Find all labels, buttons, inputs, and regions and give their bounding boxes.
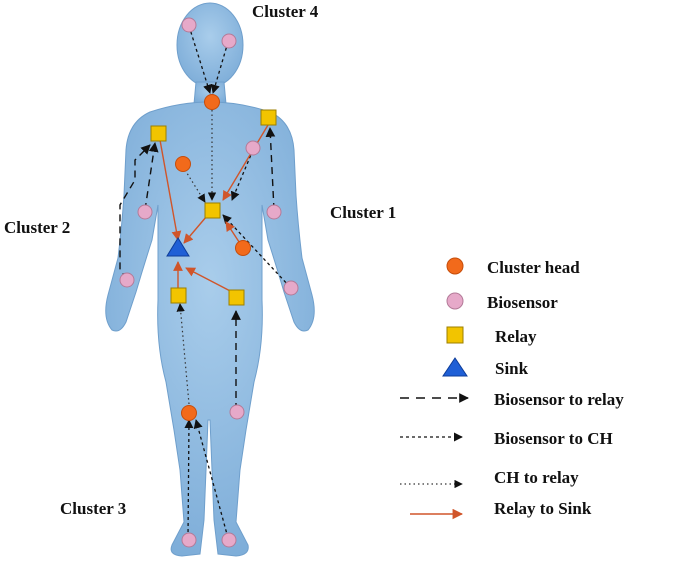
legend-relay-label: Relay [495, 327, 537, 346]
cluster-heads [175, 94, 251, 421]
legend-sink-icon [442, 357, 468, 377]
biosensor-node [181, 532, 197, 548]
link-ch-to-relay [184, 169, 206, 203]
relay-node [228, 289, 245, 306]
link-bs-to-ch [222, 214, 291, 288]
link-relay-to-sink [185, 267, 237, 295]
sink-node [166, 237, 190, 257]
cluster-4-label: Cluster 4 [252, 2, 319, 21]
biosensor-node [266, 204, 282, 220]
biosensor-node [245, 140, 261, 156]
link-relay-to-sink [159, 139, 182, 241]
link-bs-to-ch [193, 419, 229, 539]
biosensor-node [137, 204, 153, 220]
legend-ch-to-relay-label: CH to relay [494, 468, 579, 487]
link-ch-to-relay [176, 303, 190, 405]
legend-relay-icon [446, 326, 464, 344]
cluster-head-node [175, 156, 191, 172]
legend-relay-to-sink-label: Relay to Sink [494, 499, 592, 518]
biosensor-node [181, 17, 197, 33]
legend-biosensor-label: Biosensor [487, 293, 558, 312]
legend-bs-to-relay-label: Biosensor to relay [494, 390, 624, 409]
legend-cluster-head-label: Cluster head [487, 258, 580, 277]
biosensor-node [221, 532, 237, 548]
relay-node [204, 202, 221, 219]
biosensors [119, 17, 299, 548]
legend-biosensor-icon [446, 292, 464, 310]
legend: Cluster head Biosensor Relay Sink Biosen… [400, 257, 624, 520]
legend-cluster-head-icon [446, 257, 464, 275]
cluster-head-node [235, 240, 251, 256]
biosensor-node [119, 272, 135, 288]
legend-sink-label: Sink [495, 359, 529, 378]
cluster-1-label: Cluster 1 [330, 203, 396, 222]
link-bs-to-relay [119, 144, 151, 280]
legend-bs-to-ch-label: Biosensor to CH [494, 429, 613, 448]
biosensor-to-ch-links [184, 25, 291, 539]
relays [150, 109, 277, 306]
biosensor-to-relay-links [119, 127, 276, 410]
link-bs-to-ch [210, 41, 229, 94]
link-relay-to-sink [222, 124, 269, 201]
biosensor-node [283, 280, 299, 296]
cluster-head-node [181, 405, 197, 421]
link-bs-to-ch [184, 419, 194, 539]
cluster-head-node [204, 94, 220, 110]
link-bs-to-relay [265, 127, 276, 211]
relay-node [260, 109, 277, 126]
relay-node [150, 125, 167, 142]
biosensor-node [221, 33, 237, 49]
biosensor-node [229, 404, 245, 420]
relay-node [170, 287, 187, 304]
ch-to-relay-links [176, 110, 217, 405]
cluster-3-label: Cluster 3 [60, 499, 126, 518]
cluster-2-label: Cluster 2 [4, 218, 70, 237]
